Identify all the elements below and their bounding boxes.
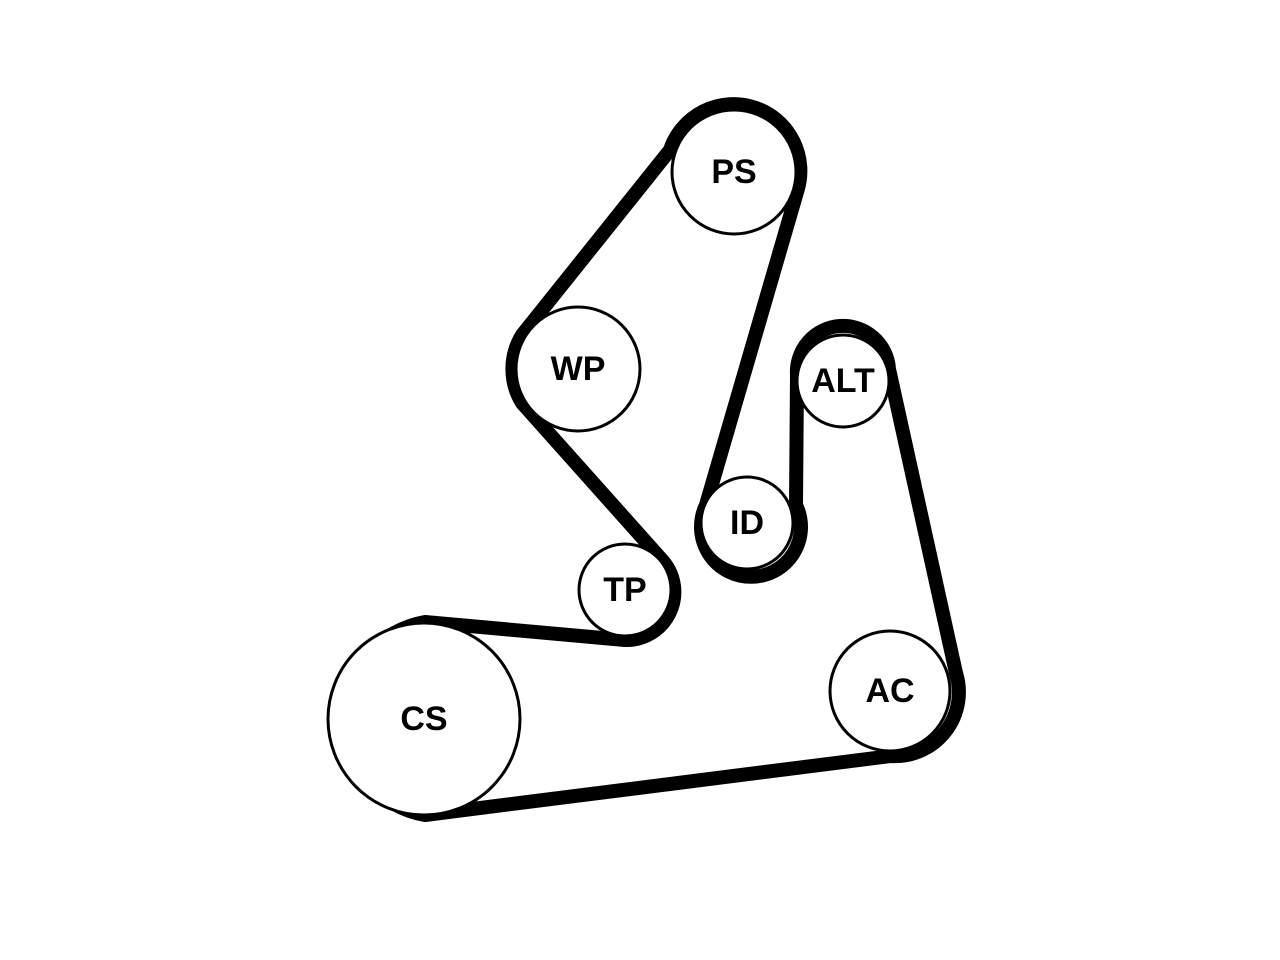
pulley-wp-label: WP [551,350,606,388]
pulley-tp-label: TP [603,571,646,609]
pulley-cs-label: CS [400,700,447,738]
pulley-ps-label: PS [711,153,756,191]
pulley-wp: WP [514,305,642,433]
pulley-tp-circle [577,542,673,638]
pulley-tp: TP [577,542,673,638]
pulley-id: ID [699,475,795,571]
pulley-cs-circle [326,621,522,817]
pulley-cs: CS [326,621,522,817]
pulley-alt-circle [795,333,891,429]
pulley-ps: PS [670,108,798,236]
serpentine-belt [337,97,966,822]
pulley-ac-circle [828,629,952,753]
pulley-ac: AC [828,629,952,753]
pulley-ac-label: AC [865,672,914,710]
pulley-alt: ALT [795,333,891,429]
pulley-id-circle [699,475,795,571]
pulley-ps-circle [670,108,798,236]
pulley-wp-circle [514,305,642,433]
pulley-alt-label: ALT [811,362,875,400]
pulley-id-label: ID [730,504,764,542]
